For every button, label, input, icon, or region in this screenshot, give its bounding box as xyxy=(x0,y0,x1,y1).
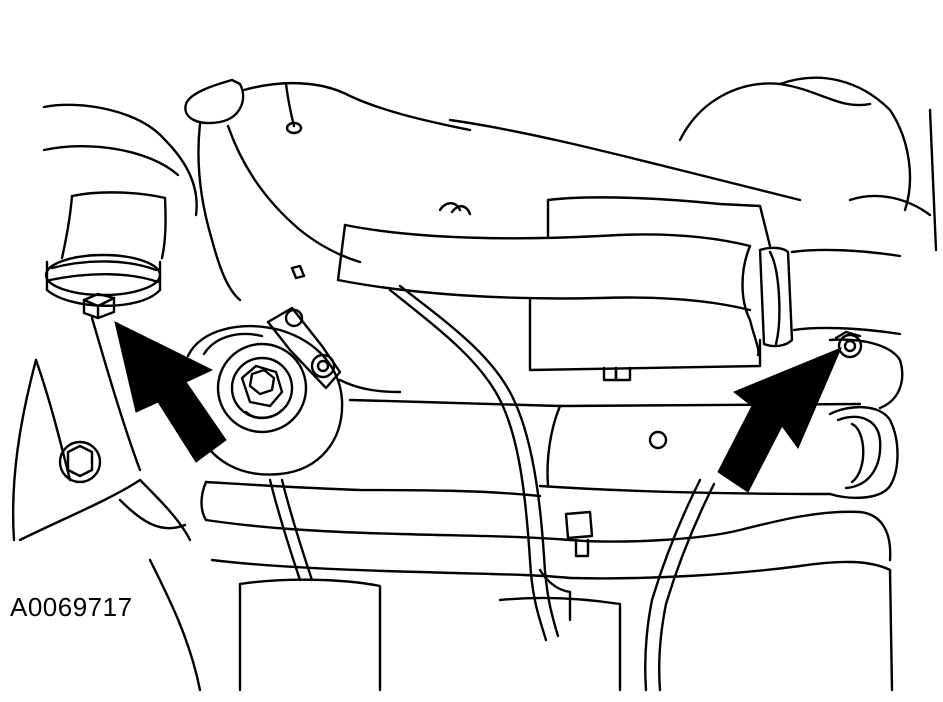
right-bolt xyxy=(834,330,863,359)
upper-module xyxy=(528,196,772,382)
upper-hoses xyxy=(184,76,938,302)
left-canister xyxy=(42,103,198,307)
right-arrow xyxy=(717,347,842,493)
left-lower-bracket xyxy=(11,316,202,692)
center-hose xyxy=(290,202,752,312)
hose-coupling xyxy=(741,244,902,357)
left-drain-bolt xyxy=(82,292,116,320)
figure-id-label: A0069717 xyxy=(10,592,133,622)
left-arrow xyxy=(114,321,227,463)
lower-crossmember xyxy=(200,480,894,692)
cables xyxy=(268,284,716,692)
pulley-assembly xyxy=(186,306,402,476)
